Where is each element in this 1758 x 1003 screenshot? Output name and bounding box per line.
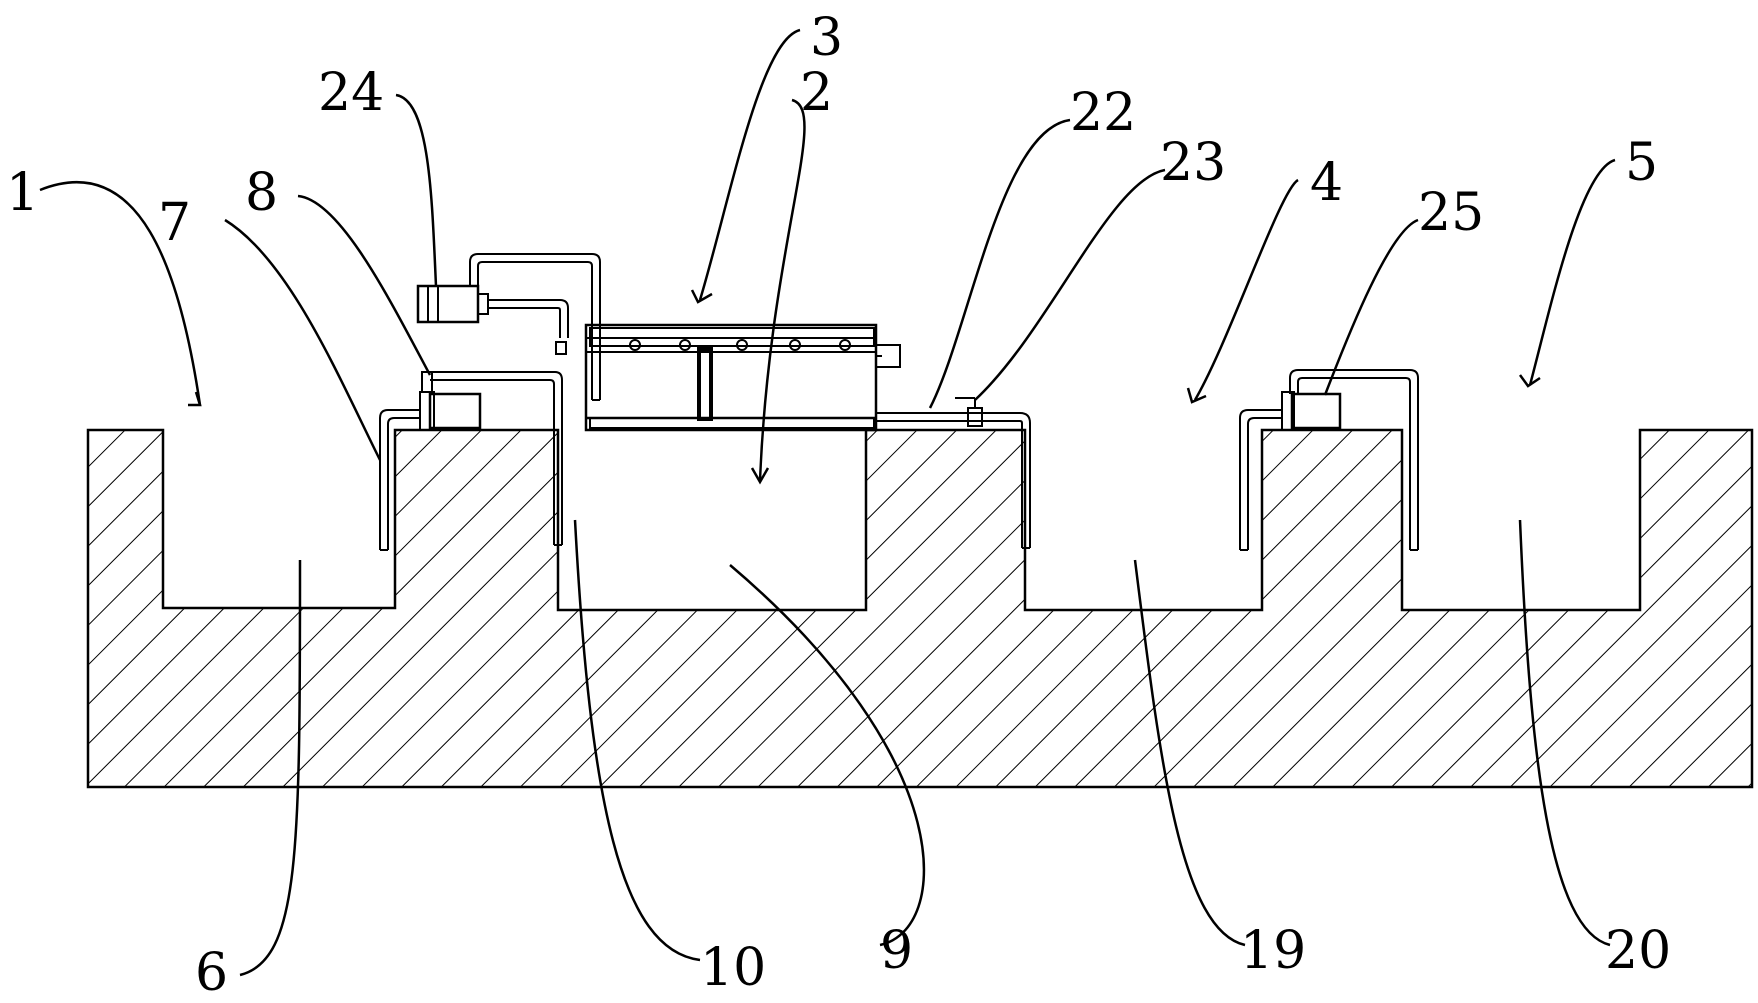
labels: 1 2 3 4 5 6 7 8 9 10 19 20 22 23 24 25 bbox=[6, 8, 1671, 1003]
pump-25 bbox=[1239, 369, 1419, 551]
pump-8 bbox=[379, 341, 567, 551]
label-20: 20 bbox=[1605, 921, 1671, 981]
tank-device bbox=[584, 323, 901, 432]
label-10: 10 bbox=[700, 938, 766, 998]
label-8: 8 bbox=[245, 163, 278, 223]
label-7: 7 bbox=[158, 193, 191, 253]
label-2: 2 bbox=[800, 63, 833, 123]
label-22: 22 bbox=[1070, 83, 1136, 143]
label-5: 5 bbox=[1625, 133, 1658, 193]
ground-block bbox=[86, 428, 1754, 789]
label-19: 19 bbox=[1240, 921, 1306, 981]
label-3: 3 bbox=[810, 8, 843, 68]
label-24: 24 bbox=[318, 63, 384, 123]
label-9: 9 bbox=[880, 921, 913, 981]
pump-24 bbox=[416, 253, 601, 401]
label-25: 25 bbox=[1418, 183, 1484, 243]
label-1: 1 bbox=[6, 163, 39, 223]
label-6: 6 bbox=[195, 943, 228, 998]
leader-lines bbox=[39, 28, 1616, 977]
label-23: 23 bbox=[1160, 133, 1226, 193]
label-4: 4 bbox=[1310, 153, 1343, 213]
